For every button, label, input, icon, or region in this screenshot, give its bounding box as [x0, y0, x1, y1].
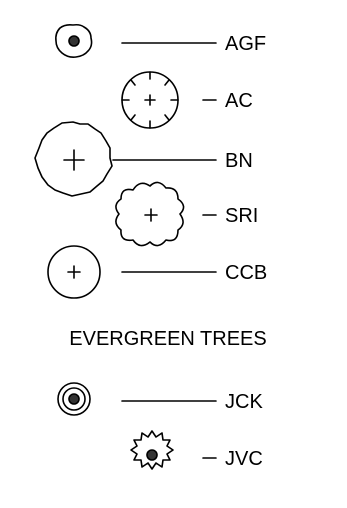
- jck-label: JCK: [225, 391, 263, 413]
- ac-label: AC: [225, 90, 253, 112]
- sri-label: SRI: [225, 205, 258, 227]
- ccb-symbol-icon: [47, 245, 101, 299]
- bn-label: BN: [225, 150, 253, 172]
- jvc-symbol-icon: [130, 430, 174, 470]
- ac-symbol-icon: [121, 71, 179, 129]
- jck-symbol-icon: [57, 382, 91, 416]
- agf-label: AGF: [225, 33, 266, 55]
- evergreen-trees-heading: EVERGREEN TREES: [69, 328, 266, 350]
- bn-symbol-icon: [34, 121, 113, 197]
- agf-symbol-icon: [55, 23, 93, 58]
- ccb-label: CCB: [225, 262, 267, 284]
- jvc-label: JVC: [225, 448, 263, 470]
- sri-symbol-icon: [115, 181, 185, 247]
